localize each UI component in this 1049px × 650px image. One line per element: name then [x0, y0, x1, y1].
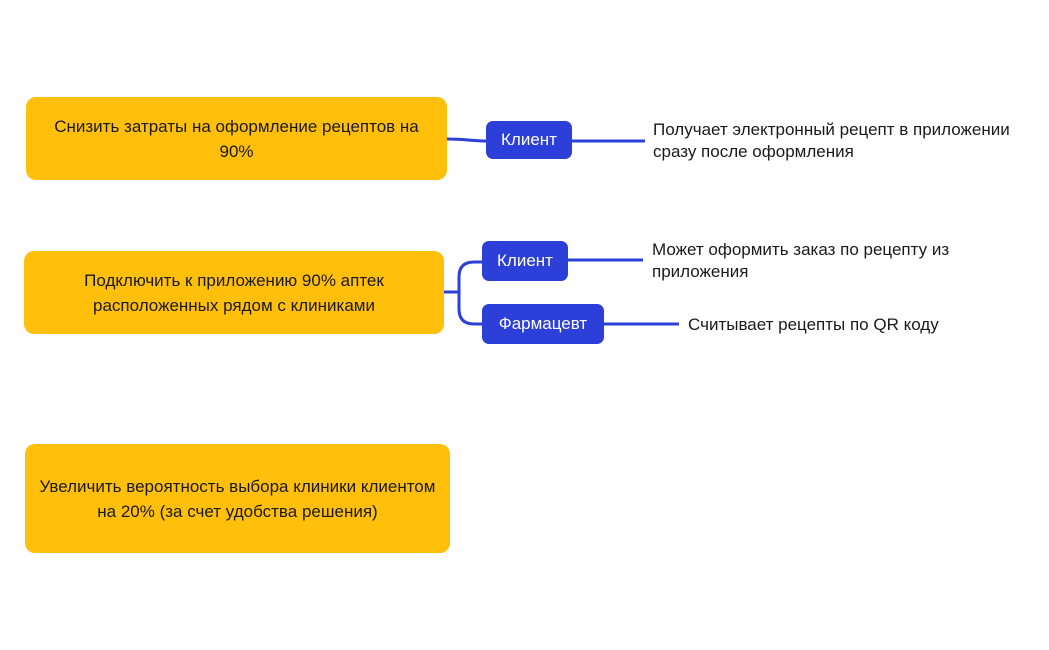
- goal-1-text: Снизить затраты на оформление рецептов н…: [54, 116, 419, 161]
- connector-goal1-role: [446, 137, 487, 143]
- role-label: Клиент: [497, 251, 553, 270]
- goal-node-3: Увеличить вероятность выбора клиники кли…: [25, 444, 450, 553]
- goal-node-1: Снизить затраты на оформление рецептов н…: [26, 97, 447, 180]
- branch-description-3: Считывает рецепты по QR коду: [688, 315, 939, 334]
- role-label: Фармацевт: [498, 314, 588, 333]
- role-node-client-2: Клиент: [482, 241, 568, 281]
- role-label: Клиент: [501, 130, 557, 149]
- role-node-client-1: Клиент: [486, 121, 572, 159]
- goal-2-text: Подключить к приложению 90% аптек распол…: [84, 270, 384, 315]
- role-node-pharmacist: Фармацевт: [482, 304, 604, 344]
- branch-description-1: Получает электронный рецепт в приложении…: [653, 120, 1010, 161]
- goal-node-2: Подключить к приложению 90% аптек распол…: [24, 251, 444, 334]
- connector-goal2-branches: [444, 260, 484, 326]
- goal-3-text: Увеличить вероятность выбора клиники кли…: [39, 476, 436, 521]
- branch-description-2: Может оформить заказ по рецепту из прило…: [652, 240, 950, 281]
